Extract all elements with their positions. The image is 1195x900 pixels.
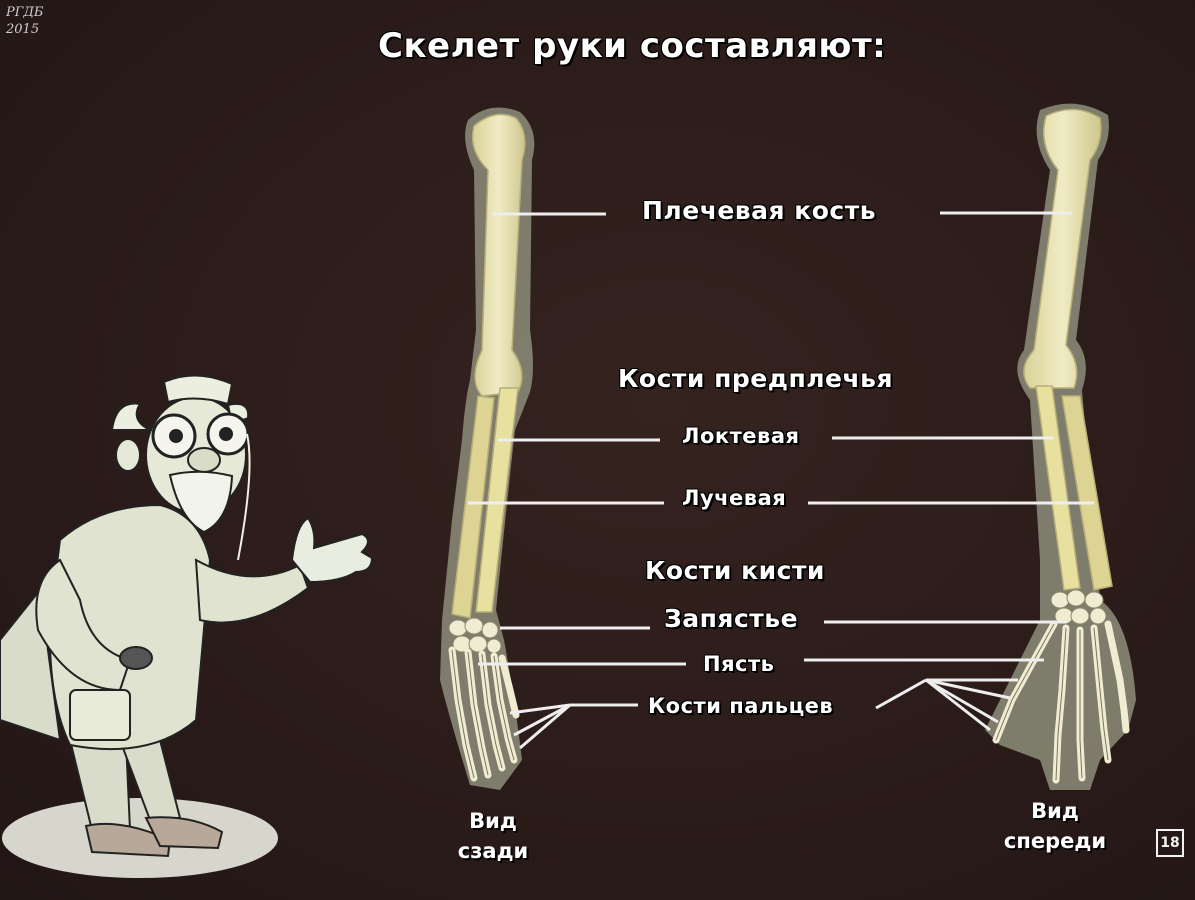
- radius-front: [1061, 395, 1113, 591]
- caption-front-line2: спереди: [1003, 829, 1107, 853]
- caption-back-line1: Вид: [469, 809, 517, 833]
- humerus-front: [1023, 108, 1102, 389]
- leader-lines: [468, 211, 1094, 750]
- caption-front-view: Вид спереди: [995, 796, 1115, 856]
- watermark-year: 2015: [6, 22, 40, 37]
- arm-skeleton-back-view: [440, 107, 535, 790]
- watermark: РГДБ 2015: [6, 4, 43, 38]
- frame-number: 18: [1156, 829, 1184, 857]
- radius-back: [451, 395, 495, 619]
- humerus-back: [471, 113, 526, 397]
- label-carpus: Запястье: [664, 604, 799, 633]
- ulna-back: [475, 387, 519, 613]
- carpus-front: [1050, 589, 1107, 625]
- slide-title: Скелет руки составляют:: [378, 26, 887, 66]
- caption-front-line1: Вид: [1031, 799, 1079, 823]
- professor-character: [0, 374, 374, 878]
- label-humerus: Плечевая кость: [642, 196, 877, 225]
- caption-back-view: Вид сзади: [448, 806, 538, 866]
- watermark-org: РГДБ: [6, 5, 44, 20]
- label-metacarpus: Пясть: [703, 652, 775, 676]
- label-ulna: Локтевая: [682, 424, 800, 448]
- arm-skeleton-front-view: [985, 103, 1136, 791]
- label-phalanges: Кости пальцев: [648, 694, 834, 718]
- caption-back-line2: сзади: [457, 839, 529, 863]
- label-forearm-bones: Кости предплечья: [618, 364, 894, 393]
- carpus-back: [448, 617, 502, 654]
- label-radius: Лучевая: [682, 486, 787, 510]
- label-hand-bones: Кости кисти: [645, 556, 825, 585]
